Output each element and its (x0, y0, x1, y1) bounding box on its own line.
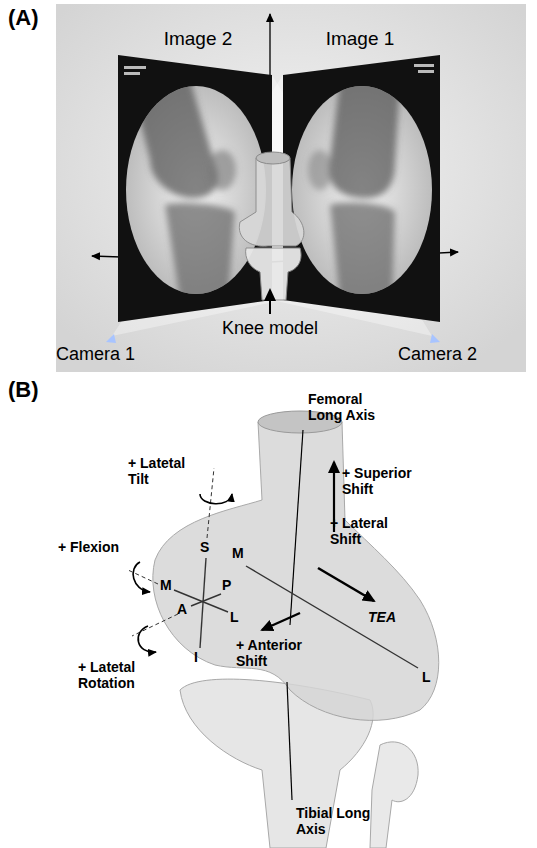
panel-label: (A) (8, 6, 58, 31)
camera-label: Camera 2 (398, 344, 518, 364)
motion-label: + Latetal Tilt (128, 456, 202, 487)
shift-arrow (262, 613, 300, 630)
direction-letter: M (232, 546, 246, 562)
rotation-arrow (138, 626, 156, 652)
tea-label: TEA (368, 610, 408, 626)
direction-letter: L (230, 610, 244, 626)
direction-letter: L (422, 670, 436, 686)
fluoroscopy-image (283, 55, 440, 322)
panel-label: (B) (8, 378, 58, 403)
axis-label: Tibial Long Axis (296, 806, 386, 837)
rotation-arrow (133, 562, 150, 592)
direction-letter: S (200, 540, 214, 556)
model-label: Knee model (210, 318, 330, 338)
direction-letter: A (177, 602, 191, 618)
shift-arrow (318, 568, 374, 601)
motion-label: + Latetal Rotation (78, 660, 158, 691)
motion-label: + Flexion (58, 540, 138, 556)
fibula-model (370, 742, 418, 848)
axis-label: Femoral Long Axis (308, 392, 398, 423)
fluoroscopy-image (118, 55, 272, 322)
image-label: Image 1 (300, 28, 420, 49)
direction-letter: P (222, 578, 236, 594)
motion-label: + Superior Shift (342, 466, 432, 497)
direction-letter: M (160, 578, 174, 594)
motion-label: + Lateral Shift (330, 516, 410, 547)
axis-line (287, 682, 292, 800)
panel-background (56, 4, 526, 372)
image-label: Image 2 (138, 28, 258, 49)
panel-a (56, 4, 526, 372)
camera-label: Camera 1 (56, 344, 166, 364)
panel-b (128, 411, 439, 848)
direction-letter: I (194, 650, 208, 666)
motion-label: + Anterior Shift (236, 638, 320, 669)
camera-icon (430, 334, 440, 343)
rotation-arrow (200, 494, 232, 504)
pointer-arrow (269, 290, 271, 314)
femur-model (153, 422, 439, 720)
axis-line (191, 594, 221, 606)
camera-icon (106, 334, 116, 343)
knee-model (239, 152, 304, 300)
